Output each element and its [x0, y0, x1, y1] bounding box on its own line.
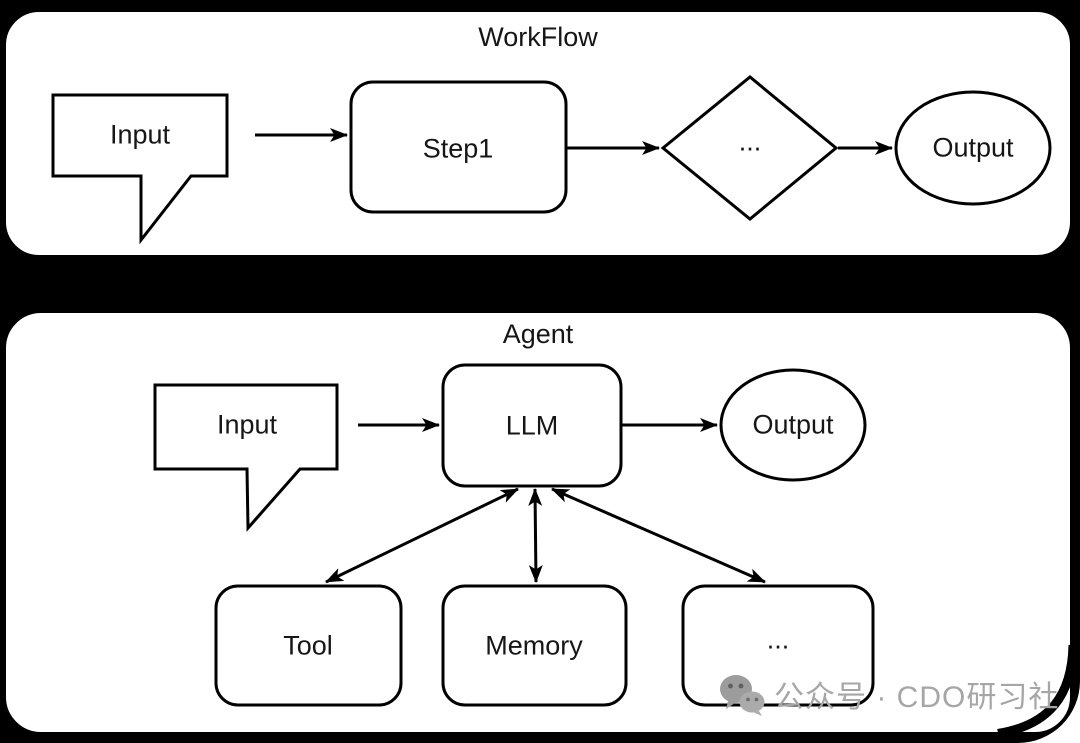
- workflow-input-label: Input: [109, 119, 171, 150]
- wechat-icon: [720, 675, 765, 716]
- workflow-output-node: [894, 90, 1052, 206]
- agent-more-node: [681, 584, 875, 707]
- agent-diagram-layer: [153, 363, 875, 707]
- agent-more-label: ...: [766, 624, 790, 655]
- agent-arrow-llm-memory: [528, 488, 543, 583]
- workflow-panel-title: WorkFlow: [478, 22, 598, 52]
- agent-llm-label: LLM: [505, 410, 559, 441]
- workflow-panel: WorkFlow Input Step1 ...: [3, 9, 1073, 258]
- agent-panel-title: Agent: [502, 319, 574, 349]
- agent-panel: Agent In: [3, 310, 1073, 735]
- agent-memory-node: [441, 584, 628, 707]
- agent-output-node: [719, 368, 867, 482]
- watermark-text: 公众号 · CDO研习社: [774, 681, 1060, 714]
- agent-input-node: [153, 383, 339, 532]
- agent-input-label: Input: [216, 409, 278, 440]
- agent-tool-label: Tool: [283, 630, 333, 661]
- agent-tool-node: [214, 584, 403, 707]
- workflow-decision-label: ...: [738, 126, 762, 157]
- workflow-input-node: [51, 93, 229, 245]
- workflow-output-label: Output: [932, 132, 1014, 163]
- workflow-diagram-layer: [51, 75, 1052, 245]
- agent-arrow-llm-tool: [325, 487, 519, 584]
- agent-memory-label: Memory: [485, 630, 583, 661]
- agent-arrow-llm-more: [551, 487, 766, 584]
- workflow-step1-label: Step1: [422, 133, 494, 164]
- agent-output-label: Output: [752, 409, 834, 440]
- watermark: 公众号 · CDO研习社: [718, 672, 1059, 716]
- workflow-decision-node: [660, 75, 839, 221]
